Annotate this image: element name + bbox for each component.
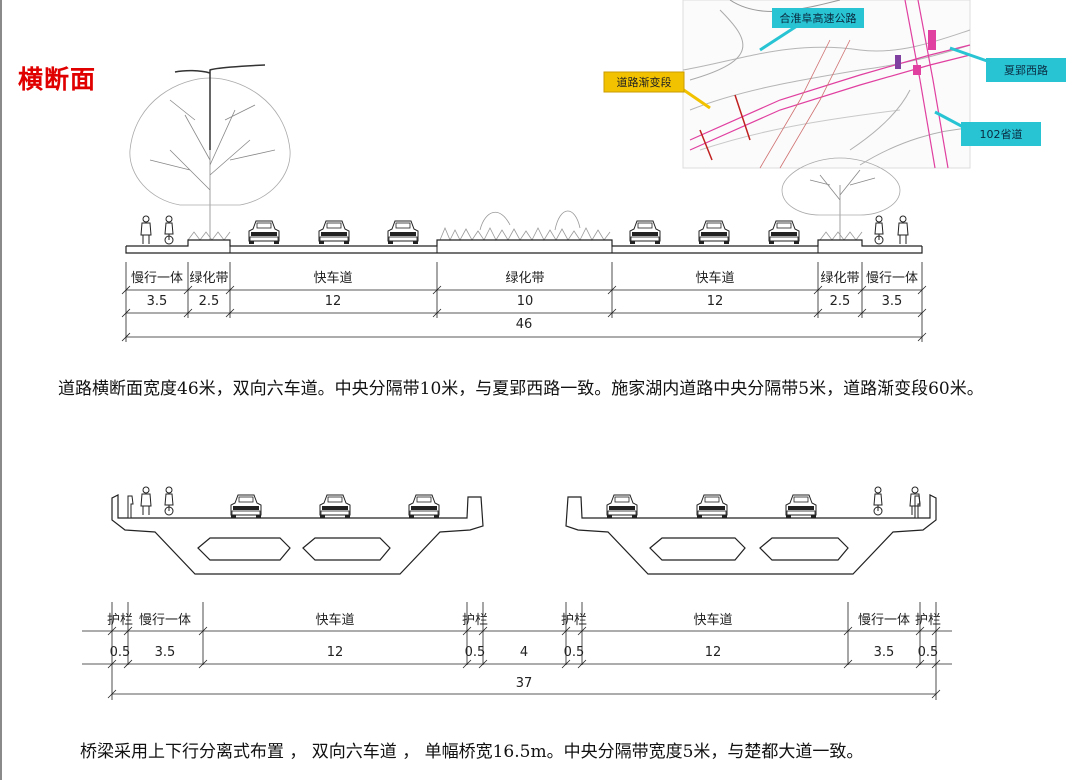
small-tree-right: [781, 157, 901, 240]
cyclist-icon: [873, 486, 883, 516]
bridge-width: 12: [327, 645, 344, 660]
road-dimensions: [121, 262, 927, 342]
bridge-label-guard: 护栏: [462, 613, 488, 628]
site-map-inset: 合淮阜高速公路 道路渐变段 夏郢西路 102省道: [603, 0, 1066, 169]
label-expressway: 合淮阜高速公路: [780, 11, 857, 25]
road-width: 2.5: [830, 294, 851, 309]
road-label-slow: 慢行一体: [131, 270, 183, 286]
car-icon: [698, 220, 730, 245]
road-width: 12: [325, 294, 342, 309]
bridge-description: 桥梁采用上下行分离式布置 ， 双向六车道 ， 单幅桥宽16.5m。中央分隔带宽度…: [80, 742, 864, 762]
big-tree-left: [129, 64, 291, 240]
car-icon: [785, 494, 817, 519]
bridge-label-guard: 护栏: [915, 613, 941, 628]
bridge-label-slow: 慢行一体: [858, 612, 910, 628]
bridge-label-fast: 快车道: [315, 612, 354, 628]
bridge-deck-right: [565, 494, 937, 575]
road-total-width: 46: [516, 317, 533, 332]
cyclist-icon: [874, 215, 884, 245]
bridge-deck-left: [111, 494, 484, 575]
guardrail-icon: [127, 495, 134, 519]
car-icon: [768, 220, 800, 245]
road-label-green: 绿化带: [189, 271, 228, 286]
road-width: 3.5: [882, 294, 903, 309]
label-xiaying: 夏郢西路: [1004, 64, 1048, 77]
bridge-total-width: 37: [516, 676, 533, 691]
bridge-width: 0.5: [465, 645, 486, 660]
bridge-label-guard: 护栏: [561, 613, 587, 628]
car-icon: [606, 494, 638, 519]
bridge-width: 12: [705, 645, 722, 660]
bridge-dimensions: [82, 602, 952, 700]
bridge-cross-section: 护栏 慢行一体 快车道 护栏 护栏 快车道 慢行一体 护栏 0.5 3.5 12…: [82, 486, 952, 700]
page-title: 横断面: [18, 65, 97, 94]
car-icon: [230, 494, 262, 519]
pedestrian-icon: [140, 486, 152, 516]
bridge-label-guard: 护栏: [107, 613, 133, 628]
road-label-green: 绿化带: [820, 271, 859, 286]
road-label-median: 绿化带: [505, 271, 544, 286]
car-icon: [248, 220, 280, 245]
car-icon: [408, 494, 440, 519]
car-icon: [319, 494, 351, 519]
bridge-width: 4: [520, 645, 528, 660]
road-width: 2.5: [199, 294, 220, 309]
road-width: 3.5: [147, 294, 168, 309]
bridge-label-slow: 慢行一体: [139, 612, 191, 628]
bridge-width: 3.5: [874, 645, 895, 660]
label-provincial: 102省道: [980, 127, 1023, 141]
car-icon: [318, 220, 350, 245]
road-label-fast: 快车道: [313, 270, 352, 286]
road-width: 10: [517, 294, 534, 309]
car-icon: [696, 494, 728, 519]
cyclist-icon: [164, 215, 174, 245]
car-icon: [629, 220, 661, 245]
road-width: 12: [707, 294, 724, 309]
pedestrian-icon: [140, 215, 152, 245]
left-border: [0, 0, 2, 780]
bridge-width: 0.5: [564, 645, 585, 660]
bridge-label-fast: 快车道: [693, 612, 732, 628]
road-label-fast: 快车道: [695, 270, 734, 286]
car-icon: [387, 220, 419, 245]
pedestrian-icon: [897, 215, 909, 245]
label-transition: 道路渐变段: [617, 75, 672, 89]
road-description: 道路横断面宽度46米，双向六车道。中央分隔带10米，与夏郢西路一致。施家湖内道路…: [58, 379, 984, 399]
median-shrubs: [439, 210, 611, 241]
cyclist-icon: [164, 486, 174, 516]
bridge-width: 0.5: [110, 645, 131, 660]
bridge-width: 0.5: [918, 645, 939, 660]
road-cross-section: 慢行一体 绿化带 快车道 绿化带 快车道 绿化带 慢行一体 3.5 2.5 12…: [121, 64, 927, 342]
bridge-width: 3.5: [155, 645, 176, 660]
road-label-slow: 慢行一体: [866, 270, 918, 286]
